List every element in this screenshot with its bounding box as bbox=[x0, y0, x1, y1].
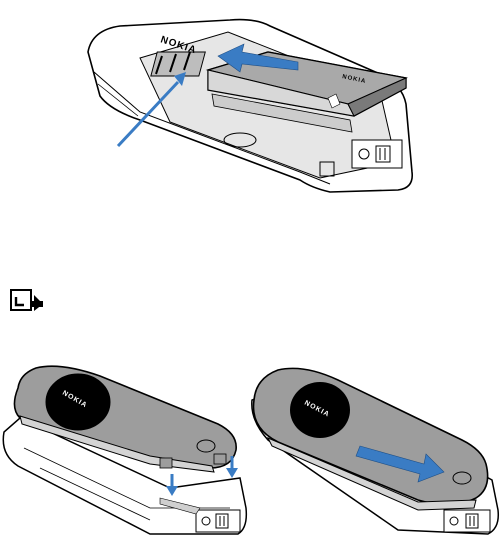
battery-insert-illustration: NOKIA NOKIA bbox=[80, 12, 420, 202]
bottom-connector bbox=[196, 510, 240, 532]
cover-slide-illustration: NOKIA bbox=[248, 360, 500, 536]
cover-lower-illustration: NOKIA bbox=[0, 358, 250, 536]
bottom-connector bbox=[444, 510, 490, 532]
note-icon bbox=[10, 289, 44, 313]
battery-contacts bbox=[151, 52, 205, 76]
back-cover: NOKIA bbox=[254, 368, 488, 510]
